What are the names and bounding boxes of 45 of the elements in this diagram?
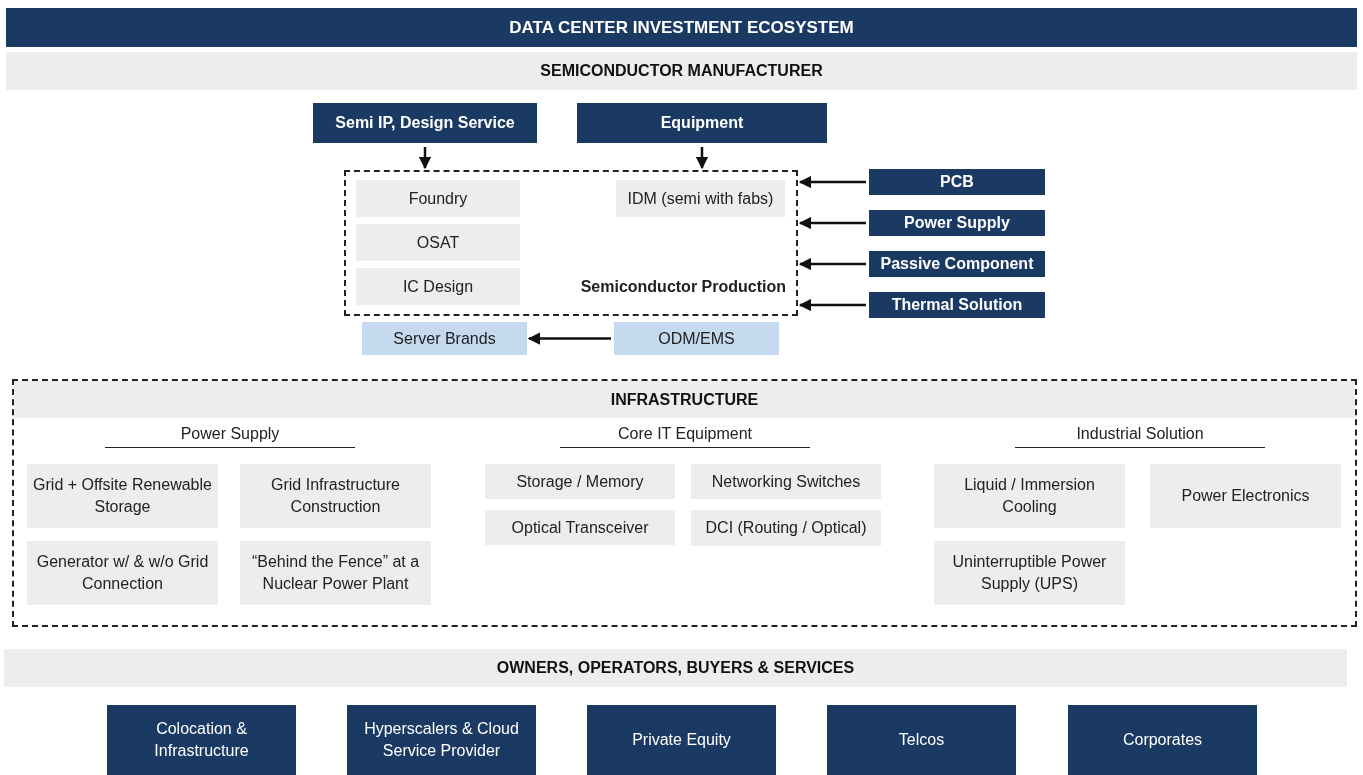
group-frame xyxy=(12,379,1357,627)
item-box: Storage / Memory xyxy=(485,464,675,499)
item-box: IDM (semi with fabs) xyxy=(616,180,785,217)
section-band: SEMICONDUCTOR MANUFACTURER xyxy=(6,52,1357,90)
section-band: INFRASTRUCTURE xyxy=(14,381,1355,418)
category-box: Hyperscalers & Cloud Service Provider xyxy=(347,705,536,775)
arrow xyxy=(527,332,611,345)
group-heading: Power Supply xyxy=(105,425,355,448)
item-box: ODM/EMS xyxy=(614,322,779,355)
category-box: Power Supply xyxy=(869,210,1045,236)
item-box: Networking Switches xyxy=(691,464,881,499)
item-box: Uninterruptible Power Supply (UPS) xyxy=(934,541,1125,605)
arrow xyxy=(798,216,866,230)
item-box: Server Brands xyxy=(362,322,527,355)
category-box: Private Equity xyxy=(587,705,776,775)
item-box: DCI (Routing / Optical) xyxy=(691,510,881,546)
item-box: Grid + Offsite Renewable Storage xyxy=(27,464,218,528)
group-frame xyxy=(344,170,798,316)
item-box: Generator w/ & w/o Grid Connection xyxy=(27,541,218,605)
category-box: Passive Component xyxy=(869,251,1045,277)
title-banner: DATA CENTER INVESTMENT ECOSYSTEM xyxy=(6,8,1357,47)
arrow xyxy=(695,147,709,170)
item-box: Liquid / Immersion Cooling xyxy=(934,464,1125,528)
item-box: Power Electronics xyxy=(1150,464,1341,528)
category-box: Corporates xyxy=(1068,705,1257,775)
group-heading: Industrial Solution xyxy=(1015,425,1265,448)
item-box: Optical Transceiver xyxy=(485,510,675,545)
category-box: PCB xyxy=(869,169,1045,195)
item-box: OSAT xyxy=(356,224,520,261)
item-box: “Behind the Fence” at a Nuclear Power Plant xyxy=(240,541,431,605)
category-box: Equipment xyxy=(577,103,827,143)
item-box: Foundry xyxy=(356,180,520,217)
arrow xyxy=(798,257,866,271)
arrow xyxy=(798,298,866,312)
arrow xyxy=(798,175,866,189)
category-box: Thermal Solution xyxy=(869,292,1045,318)
category-box: Telcos xyxy=(827,705,1016,775)
arrow xyxy=(418,147,432,170)
category-box: Colocation & Infrastructure xyxy=(107,705,296,775)
item-box: IC Design xyxy=(356,268,520,305)
section-band: OWNERS, OPERATORS, BUYERS & SERVICES xyxy=(4,649,1347,687)
category-box: Semi IP, Design Service xyxy=(313,103,537,143)
group-heading: Core IT Equipment xyxy=(560,425,810,448)
group-heading: Semiconductor Production xyxy=(580,277,786,298)
item-box: Grid Infrastructure Construction xyxy=(240,464,431,528)
